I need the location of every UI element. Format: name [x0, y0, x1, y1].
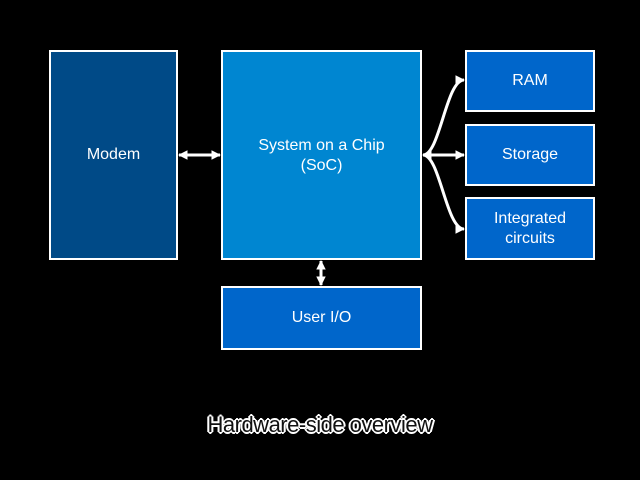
integrated-circuits-label-line1: Integrated — [493, 209, 567, 227]
storage-block: Storage — [465, 124, 595, 186]
integrated-circuits-block: Integrated circuits — [465, 197, 595, 260]
soc-integrated-circuits-arrow — [422, 153, 465, 234]
soc-ram-arrow — [422, 75, 465, 160]
user-io-label: User I/O — [291, 309, 352, 326]
storage-label: Storage — [501, 146, 559, 163]
integrated-circuits-label: Integrated circuits — [494, 209, 566, 249]
user-io-block: User I/O — [221, 286, 422, 350]
diagram-caption: Hardware-side overview — [207, 412, 433, 437]
soc-label-line1: System on a Chip — [258, 137, 385, 154]
ram-block: RAM — [465, 50, 595, 112]
integrated-circuits-label-line2: circuits — [505, 229, 555, 247]
ram-label: RAM — [512, 72, 548, 89]
soc-label-line2: (SoC) — [300, 157, 343, 174]
soc-block: System on a Chip (SoC) — [221, 50, 422, 260]
modem-block: Modem — [49, 50, 178, 260]
soc-label: System on a Chip (SoC) — [258, 136, 384, 176]
modem-label: Modem — [86, 146, 141, 163]
